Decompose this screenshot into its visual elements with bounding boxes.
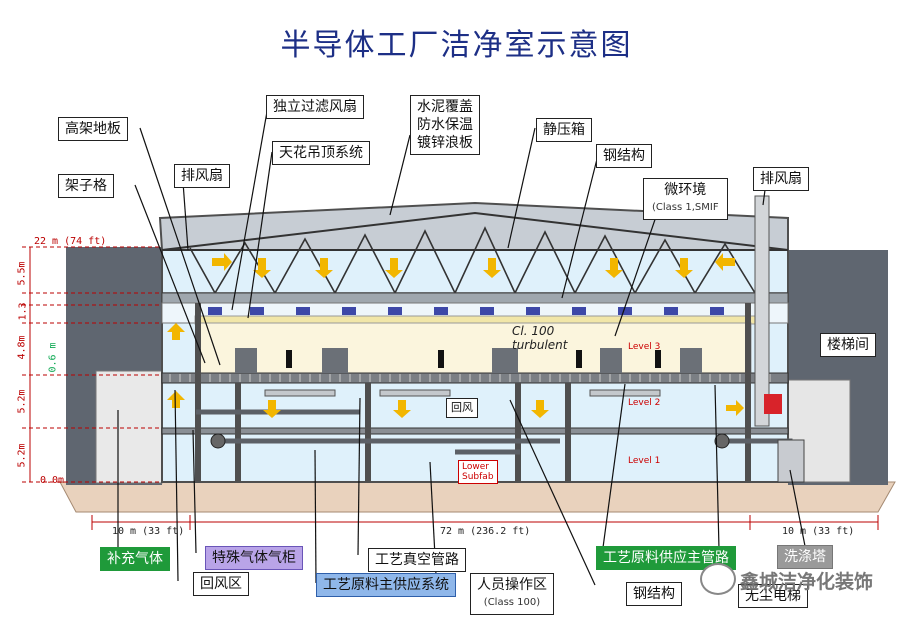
- label-steel-top: 钢结构: [596, 144, 652, 168]
- roof-outline: [158, 201, 789, 251]
- dim-height-top: 22 m (74 ft): [34, 236, 107, 247]
- label-static-box: 静压箱: [536, 118, 592, 142]
- label-return-zone: 回风区: [193, 572, 249, 596]
- label-special-gas: 特殊气体气柜: [205, 546, 303, 570]
- ceiling-deck: [161, 292, 789, 304]
- note-class: Cl. 100: [512, 324, 555, 338]
- dim-width-mid: 72 m (236.2 ft): [440, 526, 531, 537]
- airflow-arrows: [167, 253, 744, 418]
- dim-52b: 5.2m: [16, 443, 28, 468]
- dim-52a: 5.2m: [16, 389, 28, 414]
- label-micro-env: 微环境 (Class 1,SMIF: [643, 178, 728, 220]
- label-scrubber: 洗涤塔: [777, 545, 833, 569]
- columns: [195, 303, 751, 483]
- process-zone: [195, 322, 752, 376]
- label-operation-zone: 人员操作区 (Class 100): [470, 573, 554, 615]
- label-dust-free-lift: 无尘电梯: [738, 584, 808, 608]
- label-vacuum-pipe: 工艺真空管路: [368, 548, 466, 572]
- ground-band: [59, 481, 896, 513]
- wechat-icon: [700, 563, 736, 595]
- dim-13: 1.3: [17, 302, 29, 321]
- leader-lines: [117, 105, 806, 591]
- label-exhaust-left: 排风扇: [174, 164, 230, 188]
- label-hepa-fan: 独立过滤风扇: [266, 95, 364, 119]
- label-return-air: 回风: [446, 398, 478, 418]
- dim-width-right: 10 m (33 ft): [782, 526, 855, 537]
- micro-env-title: 微环境: [664, 182, 707, 198]
- label-stairwell: 楼梯间: [820, 333, 876, 357]
- dim-ground: 0.0m: [40, 475, 65, 486]
- note-level3: Level 3: [628, 342, 661, 352]
- exhaust-fan-red: [764, 394, 782, 414]
- dim-55: 5.5m: [16, 261, 28, 286]
- dim-06: 0.6 m: [47, 342, 59, 373]
- label-raised-floor: 高架地板: [58, 117, 128, 141]
- fan-filter-units: [208, 307, 724, 315]
- page-title: 半导体工厂洁净室示意图: [280, 28, 633, 63]
- dimension-lines: [22, 246, 879, 530]
- left-annex: [95, 370, 163, 484]
- pipe-ends: [210, 433, 730, 449]
- note-turbulent: turbulent: [512, 338, 568, 352]
- dim-width-left: 10 m (33 ft): [112, 526, 185, 537]
- label-scaffold: 架子格: [58, 174, 114, 198]
- label-steel-bottom: 钢结构: [626, 582, 682, 606]
- exhaust-stack: [754, 195, 770, 427]
- label-ceiling-system: 天花吊顶系统: [272, 141, 370, 165]
- label-material-main: 工艺原料主供应系统: [316, 573, 456, 597]
- subfab-floor: [161, 427, 789, 435]
- micro-env-class: (Class 1,SMIF: [652, 202, 719, 213]
- raised-floor: [161, 372, 789, 384]
- dim-48: 4.8m: [16, 335, 28, 360]
- note-level2: Level 2: [628, 398, 661, 408]
- note-lower-subfab: Lower Subfab: [458, 460, 498, 484]
- label-exhaust-right: 排风扇: [753, 167, 809, 191]
- subfab-ducts: [264, 389, 661, 397]
- operators: [286, 350, 661, 368]
- floor-grating: [169, 374, 771, 382]
- label-concrete-cover: 水泥覆盖 防水保温 镀锌浪板: [410, 95, 480, 155]
- operation-zone-class: (Class 100): [483, 597, 541, 608]
- operation-zone-title: 人员操作区: [477, 577, 547, 593]
- label-gas-supply: 补充气体: [100, 547, 170, 571]
- watermark: 鑫城洁净化装饰: [740, 571, 874, 593]
- note-level1: Level 1: [628, 456, 661, 466]
- process-tools: [235, 348, 702, 373]
